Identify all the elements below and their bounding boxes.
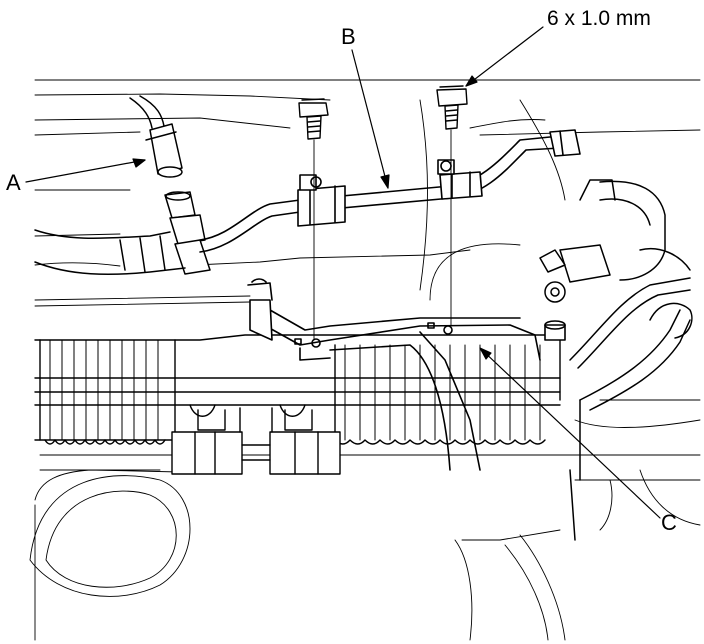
- leader-c: [479, 347, 661, 519]
- leader-b: [351, 49, 389, 189]
- lower-connector: [164, 191, 211, 275]
- leader-lines: [25, 26, 661, 519]
- callout-a-label: A: [6, 170, 21, 195]
- callout-b-label: B: [341, 24, 356, 49]
- alignment-lines: [313, 129, 452, 341]
- flange-bolts: [298, 85, 468, 140]
- bolt-size-label: 6 x 1.0 mm: [547, 7, 651, 30]
- engine-outline: [29, 79, 701, 641]
- hose-connector-a: [129, 95, 183, 178]
- arrowhead-a: [132, 158, 146, 168]
- arrowhead-b: [380, 174, 390, 189]
- wiring-harness: [34, 229, 186, 276]
- right-side-pipes: [539, 179, 693, 541]
- callout-c-label: C: [661, 510, 677, 535]
- arrowhead-bolt: [465, 75, 478, 87]
- steering-rack: [34, 334, 561, 475]
- arrowhead-c: [479, 347, 492, 360]
- leader-bolt: [465, 26, 544, 87]
- leader-a: [25, 159, 146, 183]
- bracket-c: [247, 278, 566, 471]
- return-pipe-b: [199, 129, 581, 253]
